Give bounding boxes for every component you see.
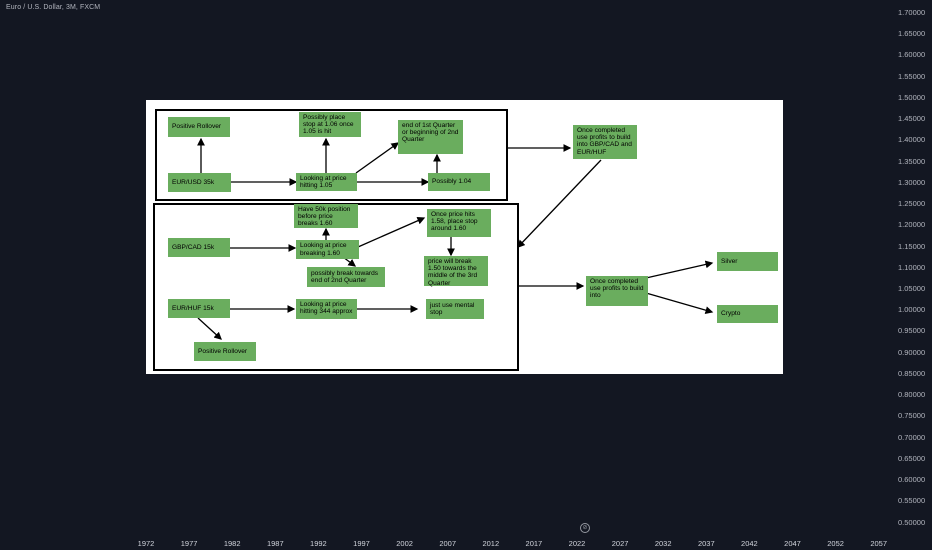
price-tick-label: 1.45000 [898,114,926,124]
looking-344-node[interactable]: Looking at price hitting 344 approx [296,299,357,319]
time-tick-label: 2042 [741,539,758,548]
time-tick-label: 2037 [697,539,715,548]
price-tick-label: 1.40000 [898,135,926,145]
silver-node[interactable]: Silver [717,252,778,271]
looking-105-node[interactable]: Looking at price hitting 1.05 [296,173,357,191]
positive-rollover-node[interactable]: Positive Rollover [168,117,230,137]
looking-160-node[interactable]: Looking at price breaking 1.60 [296,240,359,259]
price-tick-label: 0.85000 [898,368,926,378]
positive-rollover-node-2[interactable]: Positive Rollover [194,342,256,361]
mental-stop-node[interactable]: just use mental stop [426,299,484,319]
diagram-arrows [197,137,714,340]
gbpcad-node[interactable]: GBP/CAD 15k [168,238,230,257]
stop-106-node[interactable]: Possibly place stop at 1.06 once 1.05 is… [299,112,361,137]
price-tick-label: 0.75000 [898,411,926,421]
price-tick-label: 0.95000 [898,326,926,336]
time-tick-label: 2047 [784,539,801,548]
end-q1-node[interactable]: end of 1st Quarter or beginning of 2nd Q… [398,120,463,154]
time-tick-label: 2032 [654,539,672,548]
time-tick-label: 2027 [611,539,629,548]
price-tick-label: 0.55000 [898,496,926,506]
time-tick-label: 1982 [223,539,241,548]
price-tick-label: 0.60000 [898,475,926,485]
price-axis[interactable]: 1.70000 1.65000 1.60000 1.55000 1.50000 1.450… [898,0,932,530]
price-tick-label: 1.25000 [898,199,926,209]
once-158-node[interactable]: Once price hits 1.58, place stop around … [427,209,491,237]
price-tick-label: 1.00000 [898,305,926,315]
time-tick-label: 2002 [396,539,413,548]
have-50k-node[interactable]: Have 50k position before price breaks 1.… [294,204,358,228]
time-tick-label: 2007 [439,539,457,548]
time-zone-icon[interactable]: ⊘ [580,523,590,533]
price-tick-label: 1.60000 [898,50,926,60]
possibly-104-node[interactable]: Possibly 1.04 [428,173,490,191]
time-tick-label: 1997 [353,539,370,548]
eurusd-group-frame [155,109,508,201]
price-tick-label: 0.50000 [898,517,926,527]
price-tick-label: 0.70000 [898,432,926,442]
once-completed-node-2[interactable]: Once completed use profits to build into [586,276,648,306]
price-150-node[interactable]: price will break 1.50 towards the middle… [424,256,488,287]
time-tick-label: 2012 [482,539,500,548]
once-completed-node-1[interactable]: Once completed use profits to build into… [573,125,637,159]
chart-title: Euro / U.S. Dollar, 3M, FXCM [6,4,101,11]
time-tick-label: 2052 [827,539,844,548]
time-tick-label: 1972 [137,539,155,548]
crypto-node[interactable]: Crypto [717,305,778,323]
price-tick-label: 1.35000 [898,156,926,166]
time-tick-label: 2022 [568,539,586,548]
time-tick-label: 1992 [310,539,327,548]
time-tick-label: 1977 [180,539,198,548]
price-tick-label: 1.15000 [898,241,926,251]
price-tick-label: 1.70000 [898,8,926,17]
possibly-break-node[interactable]: possibly break towards end of 2nd Quarte… [307,267,385,287]
time-axis[interactable]: 1972 1977 1982 1987 1992 1997 2002 2007 2012 2017… [0,530,898,550]
eurhuf-node[interactable]: EUR/HUF 15k [168,299,230,318]
price-tick-label: 0.65000 [898,453,926,463]
price-tick-label: 1.05000 [898,283,926,293]
eurusd-node[interactable]: EUR/USD 35k [168,173,231,192]
price-tick-label: 0.90000 [898,347,926,357]
time-tick-label: 2017 [525,539,543,548]
price-tick-label: 1.10000 [898,262,926,272]
price-tick-label: 1.50000 [898,92,926,102]
diagram-panel: Positive Rollover EUR/USD 35k Possibly p… [146,100,783,374]
price-tick-label: 1.65000 [898,29,926,39]
time-tick-label: 2057 [870,539,888,548]
time-tick-label: 1987 [266,539,284,548]
price-tick-label: 1.55000 [898,71,926,81]
price-tick-label: 1.20000 [898,220,926,230]
price-tick-label: 1.30000 [898,177,926,187]
price-tick-label: 0.80000 [898,390,926,400]
